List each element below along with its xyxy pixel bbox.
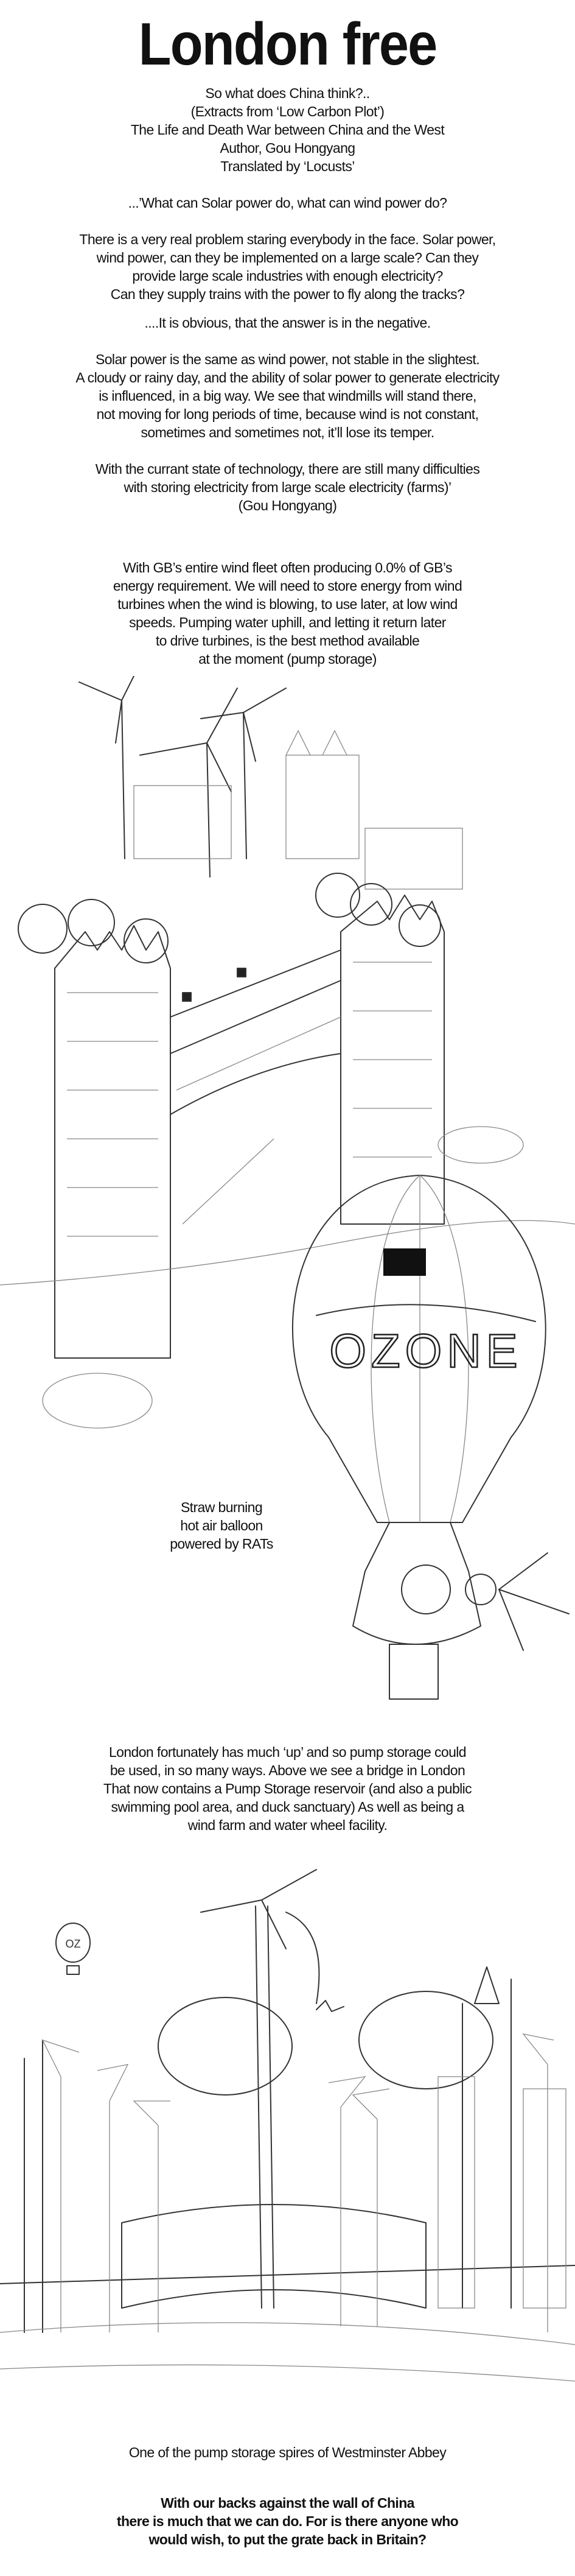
answer-line: ....It is obvious, that the answer is in… (144, 315, 431, 331)
gb-paragraph: With GB’s entire wind fleet often produc… (0, 558, 575, 668)
westminster-illustration: OZ (0, 1869, 575, 2382)
answer-text: ....It is obvious, that the answer is in… (0, 314, 575, 332)
paragraph-line: provide large scale industries with enou… (132, 268, 443, 284)
caption-line: powered by RATs (170, 1536, 273, 1552)
paragraph-line: swimming pool area, and duck sanctuary) … (111, 1799, 464, 1815)
westminster-caption: One of the pump storage spires of Westmi… (0, 2443, 575, 2462)
bird-icon (316, 2000, 344, 2012)
paragraph-line: sometimes and sometimes not, it’ll lose … (141, 424, 435, 440)
question-text: ...’What can Solar power do, what can wi… (0, 194, 575, 212)
paragraph-line: to drive turbines, is the best method av… (155, 633, 420, 649)
tower-bridge-illustration: OZONE (0, 676, 575, 1700)
paragraph-line: there is much that we can do. For is the… (116, 2513, 459, 2529)
pump-paragraph: London fortunately has much ‘up’ and so … (0, 1743, 575, 1834)
paragraph-line: With the currant state of technology, th… (95, 461, 480, 477)
intro-line: Author, Gou Hongyang (220, 140, 356, 156)
paragraph-line: energy requirement. We will need to stor… (113, 578, 462, 594)
paragraph-line: at the moment (pump storage) (198, 651, 377, 667)
hot-air-balloon-icon: OZONE (292, 1175, 570, 1700)
intro-line: Translated by ‘Locusts’ (220, 158, 355, 174)
question-line: ...’What can Solar power do, what can wi… (128, 195, 447, 211)
paragraph-line: That now contains a Pump Storage reservo… (103, 1781, 472, 1797)
technology-paragraph: With the currant state of technology, th… (0, 460, 575, 515)
paragraph-line: There is a very real problem staring eve… (79, 231, 496, 247)
paragraph-line: London fortunately has much ‘up’ and so … (108, 1744, 467, 1760)
paragraph-line: speeds. Pumping water uphill, and lettin… (129, 614, 446, 630)
intro-line: (Extracts from ‘Low Carbon Plot’) (190, 104, 385, 119)
intro-line: So what does China think?.. (205, 85, 370, 101)
paragraph-line: Solar power is the same as wind power, n… (96, 351, 480, 367)
paragraph-line: (Gou Hongyang) (238, 498, 337, 513)
balloon-caption: Straw burning hot air balloon powered by… (130, 1498, 313, 1553)
paragraph-line: wind farm and water wheel facility. (187, 1817, 388, 1833)
flower-turbine-icon (18, 873, 441, 963)
caption-line: Straw burning (180, 1499, 263, 1515)
paragraph-line: A cloudy or rainy day, and the ability o… (75, 370, 500, 385)
caption-line: hot air balloon (180, 1518, 263, 1533)
intro-block: So what does China think?.. (Extracts fr… (0, 84, 575, 175)
wind-turbine-icon (78, 676, 287, 878)
paragraph-line: wind power, can they be implemented on a… (96, 250, 479, 266)
paragraph-line: With GB’s entire wind fleet often produc… (123, 560, 452, 575)
paragraph-line: not moving for long periods of time, bec… (96, 406, 479, 422)
paragraph-line: Can they supply trains with the power to… (110, 286, 465, 302)
paragraph-line: is influenced, in a big way. We see that… (99, 388, 476, 404)
paragraph-line: turbines when the wind is blowing, to us… (117, 596, 458, 612)
small-balloon-icon: OZ (55, 1923, 91, 1975)
paragraph-line: would wish, to put the grate back in Bri… (148, 2532, 427, 2547)
balloon-text: OZONE (329, 1324, 522, 1378)
caption-line: One of the pump storage spires of Westmi… (128, 2444, 447, 2460)
problem-paragraph: There is a very real problem staring eve… (0, 230, 575, 303)
small-balloon-text: OZ (66, 1938, 81, 1950)
paragraph-line: be used, in so many ways. Above we see a… (110, 1762, 465, 1778)
flag-icon (383, 1248, 426, 1276)
closing-paragraph: With our backs against the wall of China… (0, 2494, 575, 2549)
solar-paragraph: Solar power is the same as wind power, n… (0, 350, 575, 442)
paragraph-line: With our backs against the wall of China (161, 2495, 414, 2511)
page-title: London free (138, 10, 438, 77)
intro-line: The Life and Death War between China and… (130, 122, 445, 138)
paragraph-line: with storing electricity from large scal… (124, 479, 452, 495)
